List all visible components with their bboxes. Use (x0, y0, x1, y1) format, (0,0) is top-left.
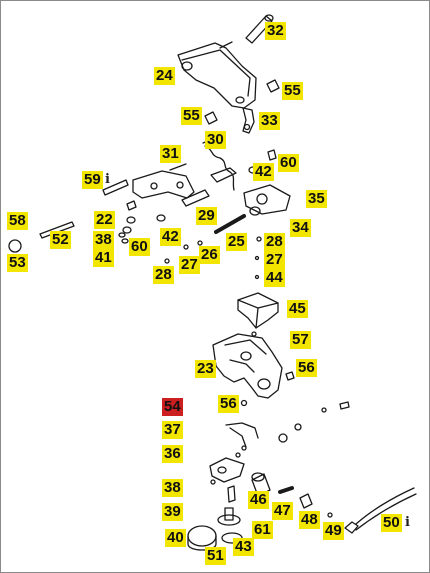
label-part-47: 47 (272, 502, 293, 520)
label-part-55-lower: 55 (181, 107, 202, 125)
label-part-61: 61 (252, 521, 273, 539)
part-52-rod (39, 221, 75, 239)
label-part-48: 48 (299, 511, 320, 529)
label-part-24: 24 (154, 67, 175, 85)
part-rings (278, 401, 350, 443)
part-55-bushings (204, 79, 280, 125)
label-part-45: 45 (287, 300, 308, 318)
label-part-28-lower: 28 (153, 266, 174, 284)
label-part-33: 33 (259, 112, 280, 130)
part-24-arm (177, 41, 257, 109)
part-59-rod (102, 179, 129, 196)
part-45-cover (237, 292, 279, 329)
label-part-50: 50 (381, 514, 402, 532)
label-part-35: 35 (306, 190, 327, 208)
label-part-59: 59 (82, 171, 103, 189)
info-icon-50[interactable]: i (405, 515, 410, 530)
label-part-34: 34 (290, 219, 311, 237)
label-part-58: 58 (7, 212, 28, 230)
label-part-27-lower: 27 (179, 256, 200, 274)
part-39-stud (227, 485, 236, 503)
part-35-bracket (243, 184, 291, 216)
part-22-pin (118, 200, 137, 238)
label-part-52: 52 (50, 231, 71, 249)
info-icon-59[interactable]: i (105, 172, 110, 187)
part-31-bracket (132, 163, 195, 199)
part-42-60-fasteners (121, 214, 189, 250)
label-part-38-lower: 38 (162, 479, 183, 497)
label-part-25: 25 (226, 233, 247, 251)
part-29-shaft (181, 167, 237, 207)
part-47-spring (278, 486, 294, 494)
part-56-bolts (240, 371, 295, 407)
label-part-29: 29 (196, 207, 217, 225)
label-part-40: 40 (165, 529, 186, 547)
label-part-49: 49 (323, 522, 344, 540)
label-part-60-middle: 60 (129, 238, 150, 256)
label-part-56: 56 (296, 359, 317, 377)
label-part-36: 36 (162, 445, 183, 463)
part-53-ball (8, 239, 22, 253)
label-part-55: 55 (282, 82, 303, 100)
label-part-22: 22 (94, 211, 115, 229)
part-50-cable (344, 487, 417, 534)
label-part-32: 32 (265, 22, 286, 40)
part-46-cylinder (251, 472, 271, 497)
label-part-38: 38 (93, 231, 114, 249)
label-part-23: 23 (195, 360, 216, 378)
label-part-41: 41 (93, 249, 114, 267)
part-36-block (209, 445, 247, 483)
label-part-37: 37 (162, 421, 183, 439)
label-part-51: 51 (205, 547, 226, 565)
label-part-46: 46 (248, 491, 269, 509)
label-part-54-highlighted[interactable]: 54 (162, 398, 183, 416)
label-part-56-lower: 56 (218, 395, 239, 413)
label-part-42: 42 (253, 163, 274, 181)
part-25-coil (214, 214, 246, 234)
part-57-screw (251, 331, 257, 337)
part-54-lever (225, 422, 259, 448)
label-part-26: 26 (199, 246, 220, 264)
label-part-27: 27 (264, 251, 285, 269)
part-40-knob (187, 525, 217, 551)
label-part-43: 43 (233, 538, 254, 556)
part-33-clip (242, 107, 255, 134)
part-23-housing (212, 333, 283, 399)
part-38-washer (210, 479, 216, 485)
label-part-31: 31 (160, 145, 181, 163)
label-part-30: 30 (205, 131, 226, 149)
part-48-plug (299, 493, 333, 518)
part-60-bolt (267, 149, 277, 161)
label-part-53: 53 (7, 254, 28, 272)
label-part-42-middle: 42 (160, 228, 181, 246)
label-part-44: 44 (264, 269, 285, 287)
part-32-pin (245, 14, 274, 44)
label-part-57: 57 (290, 331, 311, 349)
label-part-28: 28 (264, 233, 285, 251)
label-part-39: 39 (162, 503, 183, 521)
label-part-60: 60 (278, 154, 299, 172)
